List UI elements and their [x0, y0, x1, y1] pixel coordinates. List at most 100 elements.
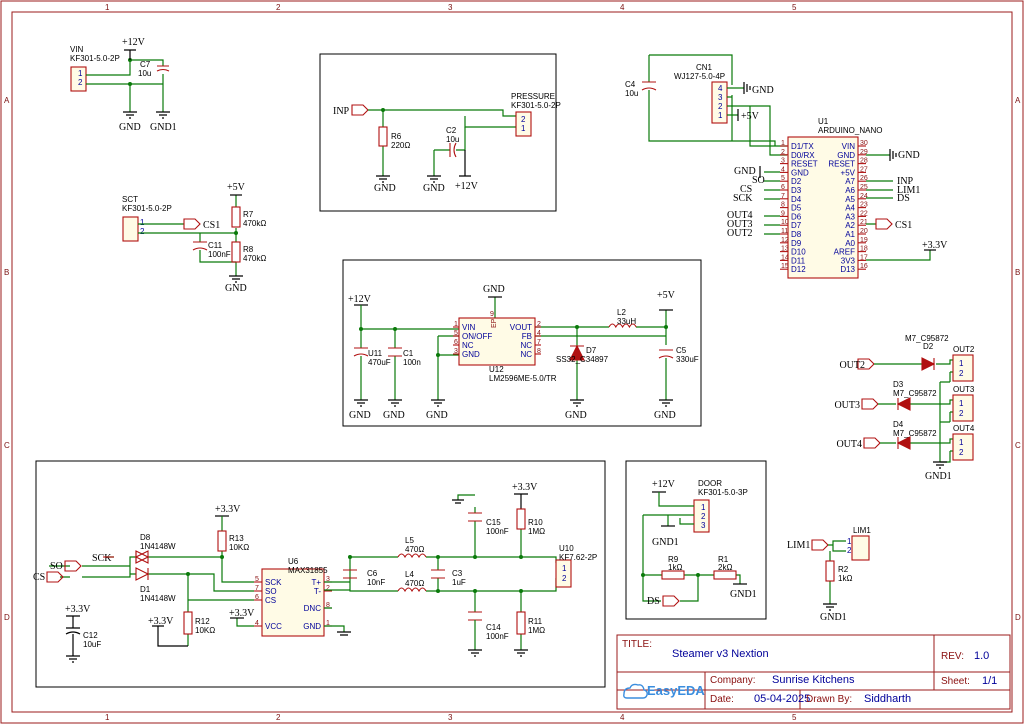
u10-ref: U10	[559, 544, 574, 553]
sct-net-cs1: CS1	[203, 220, 220, 231]
vin-pin-1: 1	[78, 69, 83, 78]
l5-value: 470Ω	[405, 545, 424, 554]
r7-resistor[interactable]	[231, 206, 241, 228]
r10-value: 1MΩ	[528, 527, 545, 536]
d4-ref: D4	[893, 420, 904, 429]
pressure-gnd-b: GND	[423, 183, 445, 194]
u6-1-pin-name: GND	[303, 622, 321, 631]
grid-col-3-bottom: 3	[448, 713, 453, 722]
out3-connector[interactable]	[952, 394, 974, 422]
u1-1-pin-num: 1	[781, 140, 785, 147]
lim-pin-1: 1	[847, 537, 852, 546]
u6-body[interactable]	[261, 568, 325, 637]
thermo-supply-vcc: +3.3V	[229, 608, 255, 619]
door-pin-3: 3	[701, 521, 706, 530]
r8-resistor[interactable]	[231, 241, 241, 263]
r9-value: 1kΩ	[668, 563, 682, 572]
r10-resistor[interactable]	[516, 508, 526, 530]
d7-ref: D7	[586, 346, 597, 355]
u12-ref: U12	[489, 365, 504, 374]
u1-15-pin-num: 15	[781, 263, 789, 270]
d1-ref: D1	[140, 585, 151, 594]
pressure-connector[interactable]	[515, 111, 532, 137]
u12-8-pin-name: NC	[520, 350, 532, 359]
u12-body[interactable]	[458, 317, 536, 366]
logo-text: EasyEDA	[647, 683, 705, 698]
vin-pin-2: 2	[78, 78, 83, 87]
vin-connector[interactable]	[70, 66, 87, 92]
u12-5-pin-name: ON/OFF	[462, 332, 492, 341]
u12-4-pin-name: FB	[522, 332, 532, 341]
easyeda-logo: EasyEDA	[623, 683, 705, 699]
u1-2-pin-num: 2	[781, 149, 785, 156]
u12-2-pin-name: VOUT	[510, 323, 532, 332]
r13-resistor[interactable]	[217, 530, 227, 552]
pressure-pin-2: 2	[521, 115, 526, 124]
u1-17-pin-num: 17	[860, 254, 868, 261]
r2-value: 1kΩ	[838, 574, 852, 583]
u6-value: MAX31855	[288, 566, 328, 575]
u6-6-pin-name: CS	[265, 596, 276, 605]
cn1-ref: CN1	[696, 63, 713, 72]
grid-row-d: D	[4, 613, 10, 622]
out4-pin-1: 1	[959, 438, 964, 447]
u12-3-pin-num: 3	[454, 348, 458, 355]
company-value: Sunrise Kitchens	[772, 674, 855, 686]
u6-7-pin-name: SO	[265, 587, 277, 596]
u1-value: ARDUINO_NANO	[818, 126, 882, 135]
door-pin-2: 2	[701, 512, 706, 521]
lim-connector[interactable]	[851, 535, 870, 561]
u12-6-pin-name: NC	[462, 341, 474, 350]
r10-ref: R10	[528, 518, 543, 527]
u1-14-pin-num: 14	[781, 254, 789, 261]
door-ref: DOOR	[698, 479, 722, 488]
u1-20-pin-num: 20	[860, 228, 868, 235]
grid-col-5: 5	[792, 3, 797, 12]
r2-resistor[interactable]	[825, 560, 835, 582]
u1-27-pin-name: +5V	[841, 168, 856, 177]
lim-conn-ref: LIM1	[853, 526, 871, 535]
l2-value: 33uH	[617, 317, 636, 326]
r6-resistor[interactable]	[378, 126, 388, 147]
rev-value: 1.0	[974, 650, 989, 662]
out-net-out4: OUT4	[836, 439, 862, 450]
r7-ref: R7	[243, 210, 254, 219]
r9-ref: R9	[668, 555, 679, 564]
u1-10-pin-name: D7	[791, 221, 802, 230]
lim-net: LIM1	[787, 540, 810, 551]
door-net-ds: DS	[647, 596, 660, 607]
out2-connector[interactable]	[952, 354, 974, 382]
c7-ref: C7	[140, 60, 151, 69]
c12-value: 10uF	[83, 640, 101, 649]
u1-30-pin-name: VIN	[842, 142, 856, 151]
u10-connector[interactable]	[555, 559, 572, 588]
u1-6-pin-name: D3	[791, 186, 802, 195]
door-connector[interactable]	[693, 499, 710, 533]
r11-resistor[interactable]	[516, 611, 526, 635]
title-label: TITLE:	[622, 639, 652, 650]
u1-17-pin-name: 3V3	[841, 256, 856, 265]
u1-19-pin-num: 19	[860, 237, 868, 244]
thermo-supply-top: +3.3V	[215, 504, 241, 515]
d1-value: 1N4148W	[140, 594, 176, 603]
ard-net-out2: OUT2	[727, 228, 753, 239]
u1-4-pin-num: 4	[781, 166, 785, 173]
out4-connector[interactable]	[952, 433, 974, 461]
u1-6-pin-num: 6	[781, 184, 785, 191]
grid-col-2: 2	[276, 3, 281, 12]
ard-net-inp: INP	[897, 176, 914, 187]
r9-resistor[interactable]	[661, 570, 685, 580]
u1-18-pin-num: 18	[860, 246, 868, 253]
thermo-supply-r10: +3.3V	[512, 482, 538, 493]
r1-resistor[interactable]	[713, 570, 737, 580]
grid-column-labels: 1 2 3 4 5 1 2 3 4 5	[105, 3, 797, 722]
u6-2-pin-num: 2	[326, 585, 330, 592]
reg-gnd-1: GND	[349, 410, 371, 421]
u1-28-pin-name: RESET	[828, 160, 855, 169]
cn1-connector[interactable]	[711, 81, 728, 124]
d7-value: SS32_C34897	[556, 355, 609, 364]
grid-col-4: 4	[620, 3, 625, 12]
sct-connector[interactable]	[122, 216, 139, 242]
r12-resistor[interactable]	[183, 611, 193, 635]
